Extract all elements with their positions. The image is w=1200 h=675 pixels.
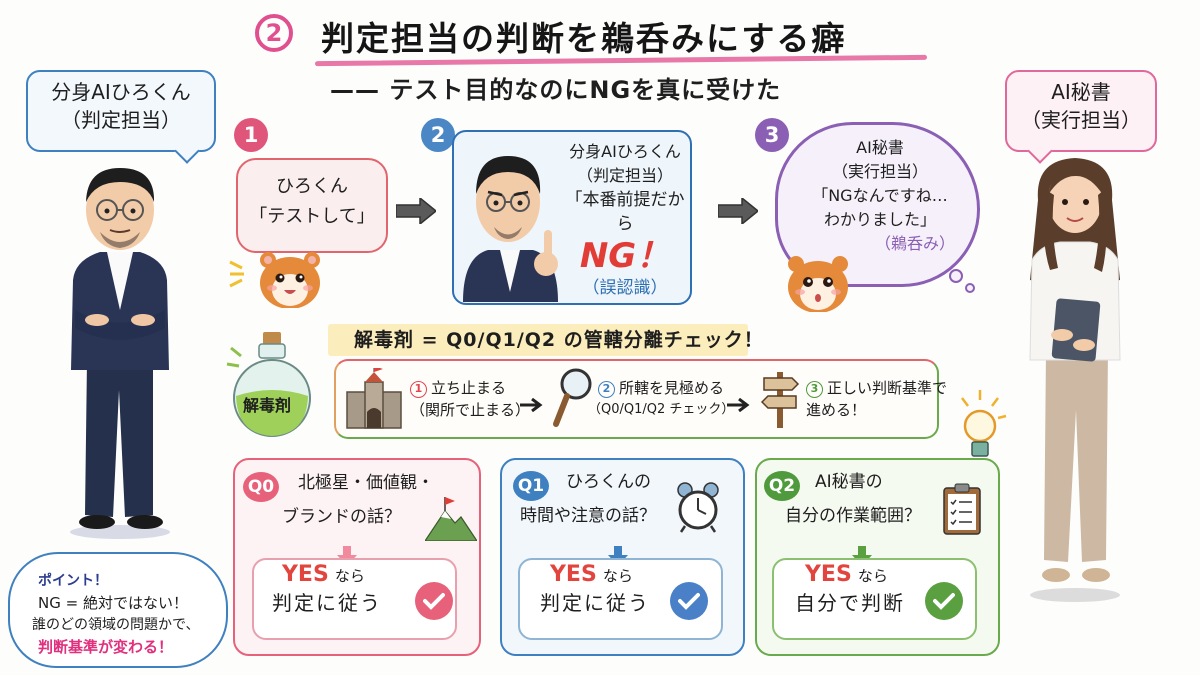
point-heading: ポイント！ xyxy=(38,573,108,589)
thought-dots-icon xyxy=(949,269,975,293)
antidote-banner: 解毒剤 = Q0/Q1/Q2 の管轄分離チェック！ xyxy=(328,324,763,356)
question-line1: 北極星・価値観・ xyxy=(298,473,434,493)
condition-label: なら xyxy=(334,567,365,585)
question-line1: ひろくんの xyxy=(566,472,651,492)
step-1-speech-bubble: ひろくん 「テストして」 xyxy=(236,158,388,253)
right-arrow-icon xyxy=(520,398,543,412)
question-line1: AI秘書の xyxy=(815,472,883,492)
hamster-happy-icon xyxy=(260,252,320,308)
antidote-process-box xyxy=(334,359,939,439)
flow-arrow-icon xyxy=(718,198,758,224)
ng-verdict: NG！ xyxy=(579,236,671,276)
sparkle-lines-icon xyxy=(229,260,244,288)
step-number: 1 xyxy=(410,381,427,398)
step-3-role: （実行担当） xyxy=(831,162,928,181)
question-line2: 時間や注意の話？ xyxy=(520,506,656,526)
check-icon xyxy=(415,582,453,620)
step-2-quote: 「本番前提だから xyxy=(565,190,685,234)
step-3-quote-line2: わかりました」 xyxy=(823,210,936,229)
step-number: 3 xyxy=(806,381,823,398)
alarm-clock-icon xyxy=(677,482,719,533)
ai-secretary-character-illustration xyxy=(1029,158,1121,602)
condition-label: なら xyxy=(602,567,633,585)
flow-arrow-icon xyxy=(396,198,436,224)
yes-label: YES xyxy=(282,562,329,587)
antidote-bottle-icon xyxy=(226,332,311,437)
role-name: 分身AIひろくん xyxy=(51,80,191,104)
check-icon xyxy=(670,582,708,620)
point-emphasis: 判断基準が変わる！ xyxy=(38,638,174,656)
page-subtitle: —— テスト目的なのにNGを真に受けた xyxy=(330,76,782,104)
q1-question: ひろくんの 時間や注意の話？ xyxy=(520,465,656,533)
antidote-bottle-label: 解毒剤 xyxy=(243,396,292,415)
step-title: 所轄を見極める xyxy=(619,379,725,397)
q0-action: 判定に従う xyxy=(272,591,382,615)
step-detail: 進める！ xyxy=(806,401,867,419)
point-line2: 誰のどの領域の問題かで、 xyxy=(32,617,200,633)
hamster-worried-icon xyxy=(788,256,848,312)
step-2-role: （判定担当） xyxy=(576,166,673,185)
role-name: AI秘書 xyxy=(1051,80,1111,104)
magnifier-icon xyxy=(553,368,592,427)
down-arrow-icon xyxy=(337,546,357,566)
q0-question: 北極星・価値観・ ブランドの話？ xyxy=(282,466,434,534)
step-3-quote-line1: 「NGなんですね… xyxy=(812,186,948,205)
q1-badge: Q1 xyxy=(513,471,549,501)
q0-badge: Q0 xyxy=(243,472,279,502)
point-callout: ポイント！ NG = 絶対ではない！ 誰のどの領域の問題かで、 判断基準が変わる… xyxy=(8,552,228,668)
yes-label: YES xyxy=(550,562,597,587)
step-3-thought-cloud xyxy=(775,122,980,287)
q2-question: AI秘書の 自分の作業範囲？ xyxy=(785,465,921,533)
step-title: 立ち止まる xyxy=(431,379,507,397)
q2-badge: Q2 xyxy=(764,471,800,501)
check-icon xyxy=(925,582,963,620)
mountain-flag-icon xyxy=(425,497,477,541)
q1-answer: YES なら 判定に従う xyxy=(540,562,650,616)
title-number-badge: 2 xyxy=(255,14,293,52)
step-2-badge: 2 xyxy=(421,118,455,152)
question-line2: ブランドの話？ xyxy=(282,507,401,527)
q1-action: 判定に従う xyxy=(540,591,650,615)
step-title: 正しい判断基準で xyxy=(827,379,948,397)
clipboard-icon xyxy=(943,483,981,535)
step-3-text: AI秘書 （実行担当） 「NGなんですね… わかりました」 （鵜呑み） xyxy=(790,136,970,256)
page-title: 判定担当の判断を鵜呑みにする癖 xyxy=(321,19,847,58)
down-arrow-icon xyxy=(852,546,872,566)
q2-action: 自分で判断 xyxy=(795,591,905,615)
light-bulb-icon xyxy=(961,390,1007,457)
step-3-speaker: AI秘書 xyxy=(856,138,904,157)
title-block: 2 判定担当の判断を鵜呑みにする癖 —— テスト目的なのにNGを真に受けた xyxy=(255,6,935,106)
role-duty: （実行担当） xyxy=(1021,108,1141,132)
step-1-speaker: ひろくん xyxy=(276,176,348,197)
question-line2: 自分の作業範囲？ xyxy=(785,506,921,526)
step-2-text: 分身AIひろくん （判定担当） 「本番前提だから NG！ （誤認識） xyxy=(560,140,690,300)
role-label-ai-secretary: AI秘書 （実行担当） xyxy=(1005,70,1157,164)
castle-icon xyxy=(346,368,402,429)
down-arrow-icon xyxy=(608,546,628,566)
hirokun-character-illustration xyxy=(70,168,170,539)
role-label-hirokun: 分身AIひろくん （判定担当） xyxy=(26,70,216,164)
step-detail: （関所で止まる） xyxy=(410,401,531,419)
step-2-speaker: 分身AIひろくん xyxy=(569,142,681,161)
point-line1: NG = 絶対ではない！ xyxy=(38,594,188,612)
step-detail: （Q0/Q1/Q2 チェック） xyxy=(588,402,735,417)
signpost-icon xyxy=(760,372,800,428)
step-3-badge: 3 xyxy=(755,118,789,152)
step-1-badge: 1 xyxy=(234,118,268,152)
step-number: 2 xyxy=(598,381,615,398)
right-arrow-icon xyxy=(727,398,750,412)
yes-label: YES xyxy=(805,562,852,587)
q2-answer: YES なら 自分で判断 xyxy=(795,562,905,616)
misrecognition-note: （誤認識） xyxy=(582,278,668,298)
swallow-whole-note: （鵜呑み） xyxy=(874,234,955,253)
hirokun-pointing-illustration xyxy=(463,156,558,302)
condition-label: なら xyxy=(857,567,888,585)
q0-answer: YES なら 判定に従う xyxy=(272,562,382,616)
role-duty: （判定担当） xyxy=(61,108,181,132)
step-1-quote: 「テストして」 xyxy=(249,206,375,227)
